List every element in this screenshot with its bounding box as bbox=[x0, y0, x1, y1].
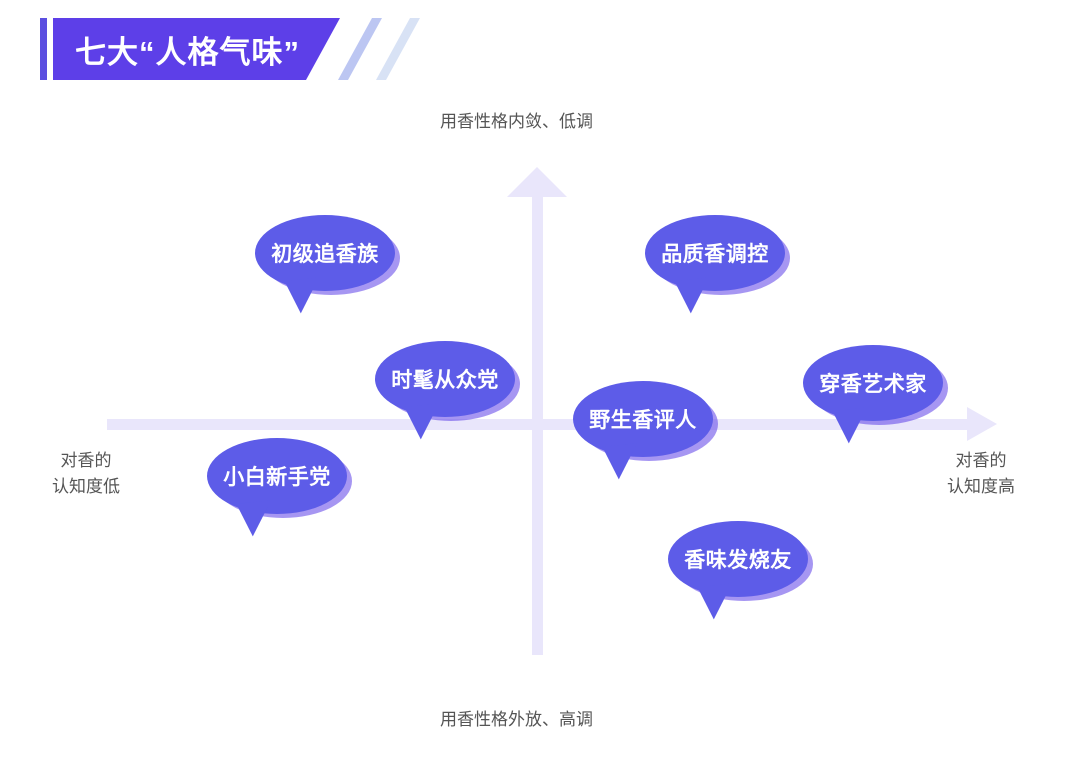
axis-label-top: 用香性格内敛、低调 bbox=[440, 112, 593, 131]
axis-label-bottom: 用香性格外放、高调 bbox=[440, 710, 593, 729]
persona-bubble-tail bbox=[674, 277, 713, 315]
persona-bubble-label: 品质香调控 bbox=[661, 243, 769, 266]
persona-bubble-tail bbox=[602, 443, 641, 481]
title-plate: 七大“人格气味” bbox=[53, 18, 340, 80]
axis-label-right: 对香的 认知度高 bbox=[947, 448, 1015, 500]
page-title-banner: 七大“人格气味” bbox=[40, 18, 420, 80]
axis-label-right-line1: 对香的 bbox=[955, 451, 1007, 470]
axis-label-right-line2: 认知度高 bbox=[947, 477, 1015, 496]
persona-bubble-body: 野生香评人 bbox=[573, 381, 713, 481]
persona-bubble-tail bbox=[236, 500, 275, 538]
persona-bubble[interactable]: 穿香艺术家 bbox=[803, 345, 943, 445]
persona-bubble-tail bbox=[697, 583, 736, 621]
persona-bubble-tail bbox=[404, 403, 443, 441]
persona-bubble-label: 香味发烧友 bbox=[684, 549, 792, 572]
axis-label-left-line2: 认知度低 bbox=[52, 477, 120, 496]
persona-bubble-label: 时髦从众党 bbox=[391, 369, 499, 392]
persona-bubble-body: 小白新手党 bbox=[207, 438, 347, 538]
title-chevron-1 bbox=[338, 18, 382, 80]
persona-bubble-body: 初级追香族 bbox=[255, 215, 395, 315]
persona-bubble-tail bbox=[832, 407, 871, 445]
persona-bubble[interactable]: 品质香调控 bbox=[645, 215, 785, 315]
title-accent-bar bbox=[40, 18, 47, 80]
vertical-axis-line bbox=[532, 192, 543, 655]
persona-bubble[interactable]: 香味发烧友 bbox=[668, 521, 808, 621]
axis-label-left: 对香的 认知度低 bbox=[52, 448, 120, 500]
persona-bubble[interactable]: 初级追香族 bbox=[255, 215, 395, 315]
axis-label-left-line1: 对香的 bbox=[60, 451, 112, 470]
page-title: 七大“人格气味” bbox=[75, 34, 300, 70]
persona-bubble[interactable]: 野生香评人 bbox=[573, 381, 713, 481]
title-chevron-2 bbox=[376, 18, 420, 80]
persona-bubble[interactable]: 小白新手党 bbox=[207, 438, 347, 538]
vertical-axis-arrow-icon bbox=[507, 167, 567, 197]
persona-bubble-body: 穿香艺术家 bbox=[803, 345, 943, 445]
persona-bubble-label: 初级追香族 bbox=[271, 243, 379, 266]
persona-bubble-body: 品质香调控 bbox=[645, 215, 785, 315]
persona-bubble-tail bbox=[284, 277, 323, 315]
horizontal-axis-arrow-icon bbox=[967, 407, 997, 441]
persona-bubble-body: 香味发烧友 bbox=[668, 521, 808, 621]
persona-bubble[interactable]: 时髦从众党 bbox=[375, 341, 515, 441]
persona-bubble-body: 时髦从众党 bbox=[375, 341, 515, 441]
persona-bubble-label: 小白新手党 bbox=[223, 466, 331, 489]
persona-bubble-label: 野生香评人 bbox=[589, 409, 697, 432]
persona-bubble-label: 穿香艺术家 bbox=[819, 373, 927, 396]
